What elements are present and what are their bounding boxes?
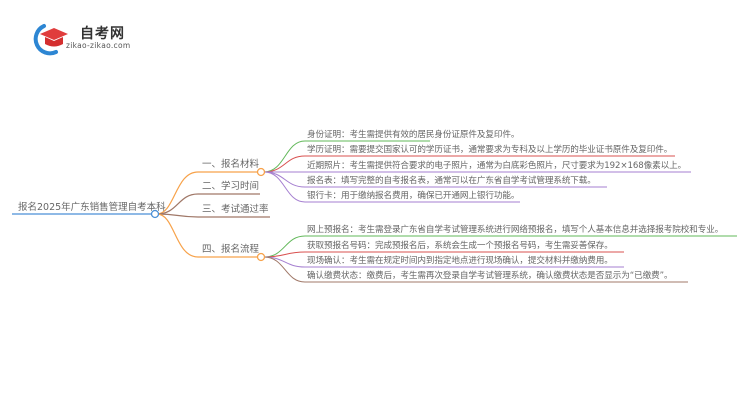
leaf-get-number[interactable]: 获取预报名号码：完成预报名后，系统会生成一个预报名号码，考生需妥善保存。	[307, 241, 613, 251]
root-collapse-toggle	[150, 209, 160, 219]
branch-materials[interactable]: 一、报名材料	[202, 159, 260, 170]
logo-title: 自考网	[80, 26, 125, 42]
leaf-education-proof[interactable]: 学历证明：需要提交国家认可的学历证书，通常要求为专科及以上学历的毕业证书原件及复…	[307, 145, 673, 155]
leaf-online-preregistration[interactable]: 网上预报名：考生需登录广东省自学考试管理系统进行网络预报名，填写个人基本信息并选…	[307, 225, 724, 235]
branch-process[interactable]: 四、报名流程	[202, 244, 260, 255]
leaf-id-proof[interactable]: 身份证明：考生需提供有效的居民身份证原件及复印件。	[307, 130, 520, 140]
leaf-photo[interactable]: 近期照片：考生需提供符合要求的电子照片，通常为白底彩色照片，尺寸要求为192×1…	[307, 161, 687, 171]
leaf-onsite-confirm[interactable]: 现场确认：考生需在规定时间内到指定地点进行现场确认，提交材料并缴纳费用。	[307, 256, 613, 266]
leaf-form[interactable]: 报名表：填写完整的自考报名表，通常可以在广东省自学考试管理系统下载。	[307, 176, 596, 186]
graduation-cap-icon	[33, 24, 68, 56]
branch-study-time[interactable]: 二、学习时间	[202, 181, 260, 192]
leaf-payment-status[interactable]: 确认缴费状态：缴费后，考生需再次登录自学考试管理系统，确认缴费状态是否显示为“已…	[307, 271, 673, 281]
logo-url: zikao-zikao.com	[66, 41, 131, 50]
leaf-bank-card[interactable]: 银行卡：用于缴纳报名费用，确保已开通网上银行功能。	[307, 191, 520, 201]
root-node[interactable]: 报名2025年广东销售管理自考本科	[18, 202, 166, 213]
branch-pass-rate[interactable]: 三、考试通过率	[202, 204, 269, 215]
site-logo[interactable]	[30, 22, 150, 56]
